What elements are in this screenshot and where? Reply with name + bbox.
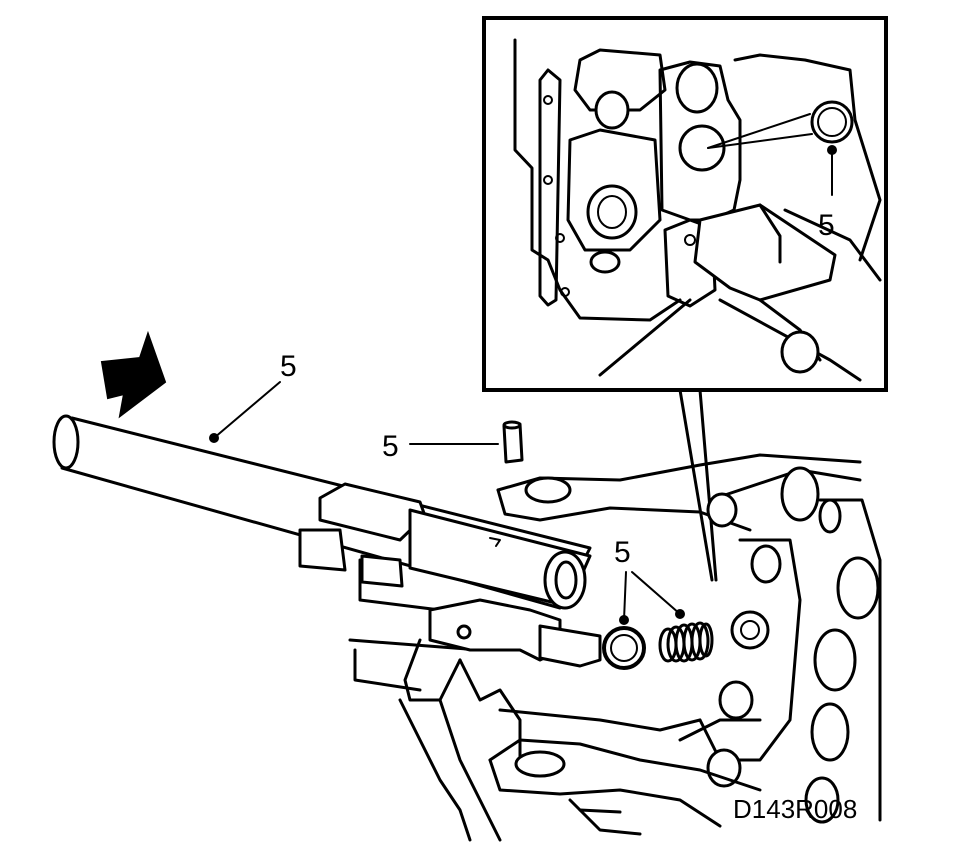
gearbox-housing	[348, 453, 882, 842]
inset-housing-drawing	[513, 38, 882, 382]
shaft-leader-dot	[209, 433, 219, 443]
ring-spring-callout-label: 5	[614, 536, 631, 569]
spring	[658, 621, 714, 663]
shift-shaft	[52, 414, 592, 610]
shaft-leader	[213, 381, 281, 439]
ring-spring-leaders	[619, 571, 685, 625]
shaft-callout-label: 5	[280, 350, 297, 383]
inset-callout-label: 5	[818, 209, 835, 242]
inset-pointer	[678, 388, 718, 582]
direction-arrow-icon	[100, 330, 167, 419]
roll-pin	[502, 420, 524, 464]
figure-code: D143R008	[733, 794, 857, 824]
seal-ring	[602, 626, 646, 670]
inset-detail: 5	[482, 16, 888, 392]
pin-callout-label: 5	[382, 430, 399, 463]
